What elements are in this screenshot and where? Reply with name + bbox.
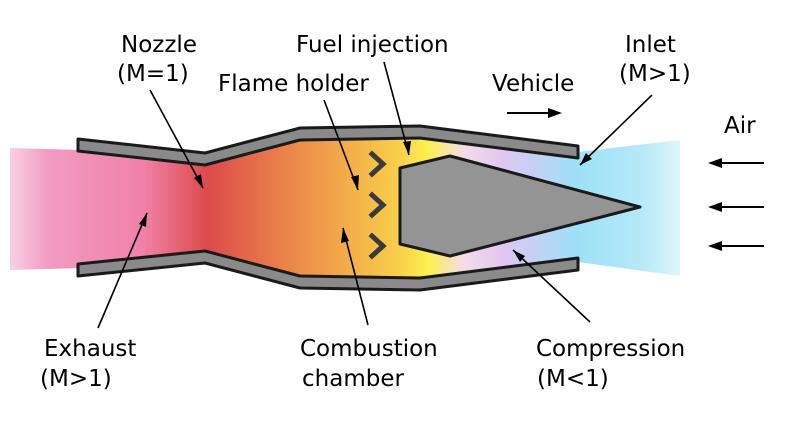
exhaust-pointer-head xyxy=(139,213,147,227)
compression-pointer xyxy=(512,249,591,323)
fuel-injection-pointer-head xyxy=(403,141,411,155)
air-flow-arrow-icon xyxy=(708,158,764,251)
vehicle-direction-arrow-icon xyxy=(507,108,562,118)
label-nozzle-mach: (M=1) xyxy=(117,61,189,87)
flame-holder-chevron-middle xyxy=(368,191,387,219)
upper-casing xyxy=(76,124,580,167)
label-combustion: Combustion xyxy=(300,336,438,362)
lower-casing xyxy=(76,249,580,292)
flame-holder-chevron-bottom xyxy=(368,232,387,260)
label-compression: Compression xyxy=(536,336,685,362)
label-flame-holder: Flame holder xyxy=(218,71,369,97)
nozzle-pointer xyxy=(149,89,204,189)
fuel-injection-pointer xyxy=(383,61,410,156)
air-flow-arrow-top xyxy=(708,158,764,168)
flame-holder-pointer xyxy=(323,99,359,191)
centerbody-spike xyxy=(398,154,642,258)
label-air: Air xyxy=(724,113,756,139)
nozzle-pointer-head xyxy=(194,174,203,188)
label-exhaust-mach: (M>1) xyxy=(40,366,112,392)
label-vehicle: Vehicle xyxy=(492,71,574,97)
label-nozzle: Nozzle xyxy=(121,32,197,58)
label-inlet: Inlet xyxy=(625,32,676,58)
label-inlet-mach: (M>1) xyxy=(619,61,691,87)
flame-holder-chevron-top xyxy=(368,150,387,178)
combustion-pointer-head xyxy=(341,228,349,243)
label-exhaust: Exhaust xyxy=(44,336,136,362)
combustion-pointer xyxy=(342,227,369,326)
air-flow-arrow-middle xyxy=(708,202,764,212)
compression-pointer-head xyxy=(513,250,525,262)
label-chamber: chamber xyxy=(302,366,404,392)
flame-holder-chevron-icon xyxy=(368,150,387,260)
pointer-lines xyxy=(97,61,653,329)
label-compression-mach: (M<1) xyxy=(537,366,609,392)
pointer-heads xyxy=(139,141,592,262)
label-fuel-injection: Fuel injection xyxy=(296,32,449,58)
exhaust-pointer xyxy=(97,212,148,329)
inlet-pointer xyxy=(579,94,653,166)
flame-holder-pointer-head xyxy=(351,175,359,190)
air-flow-arrow-bottom xyxy=(708,241,764,251)
inlet-pointer-head xyxy=(580,153,592,165)
